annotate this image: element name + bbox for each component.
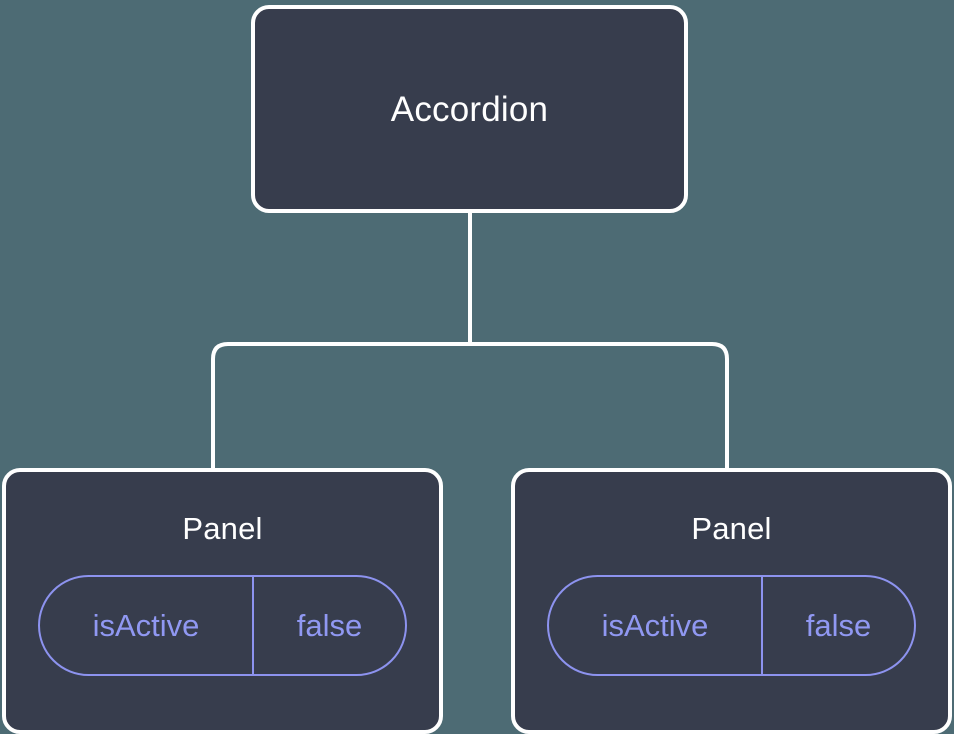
node-panel-left[interactable]: Panel isActive false — [2, 468, 443, 734]
prop-value-right: false — [805, 608, 872, 643]
prop-value-left: false — [296, 608, 363, 643]
node-panel-right-label: Panel — [691, 511, 772, 546]
node-panel-left-label: Panel — [182, 511, 263, 546]
node-panel-right[interactable]: Panel isActive false — [511, 468, 952, 734]
connector-branch-left — [211, 342, 470, 472]
node-accordion[interactable]: Accordion — [251, 5, 688, 213]
prop-badge-right[interactable]: isActive false — [547, 575, 916, 676]
connector-branch-right — [470, 342, 729, 472]
prop-badge-left[interactable]: isActive false — [38, 575, 407, 676]
node-accordion-label: Accordion — [390, 89, 549, 129]
prop-key-left: isActive — [40, 577, 254, 674]
prop-key-right: isActive — [549, 577, 763, 674]
